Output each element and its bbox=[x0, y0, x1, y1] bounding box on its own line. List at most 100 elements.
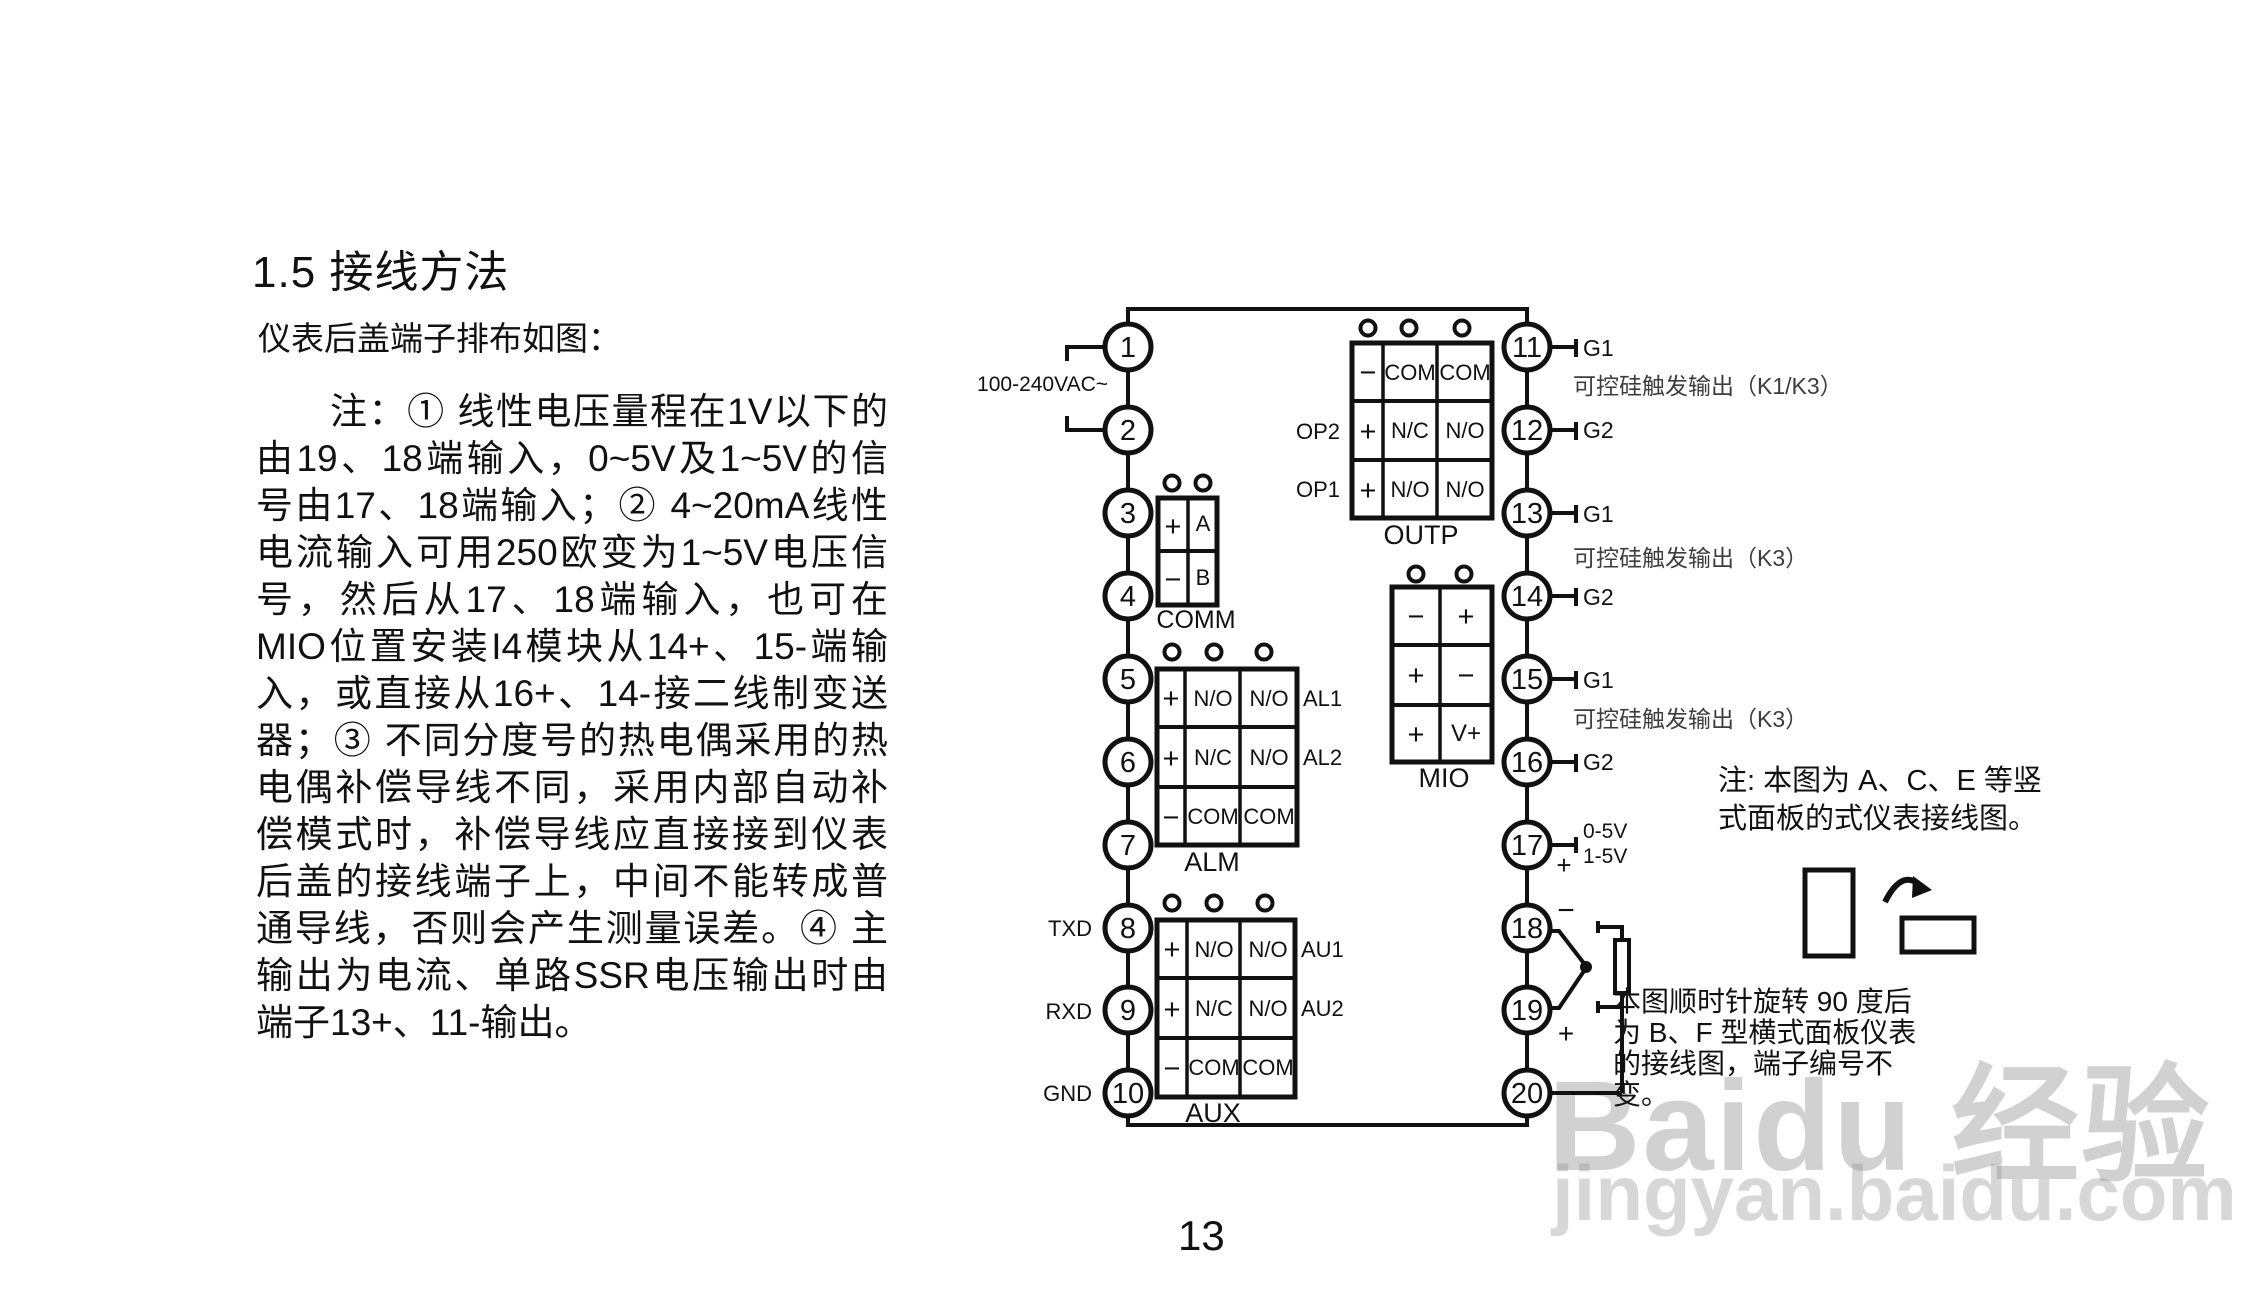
svg-text:−: − bbox=[1163, 802, 1180, 834]
al2-label: AL2 bbox=[1303, 745, 1342, 770]
page-number: 13 bbox=[1178, 1212, 1225, 1259]
svg-text:N/O: N/O bbox=[1249, 686, 1288, 711]
screw-icon bbox=[1204, 642, 1224, 662]
note-paragraph: 注：① 线性电压量程在1V以下的 由19、18端输入，0~5V及1~5V的信 号… bbox=[256, 388, 888, 1046]
plus-17: + bbox=[1556, 850, 1571, 880]
scr-output-label: 可控硅触发输出（K1/K3） bbox=[1573, 373, 1843, 399]
wire-14 bbox=[1551, 588, 1578, 606]
junction-dot bbox=[1580, 961, 1592, 973]
wire-11 bbox=[1551, 339, 1578, 357]
aux-block bbox=[1154, 917, 1298, 1100]
svg-text:+: + bbox=[1164, 934, 1181, 966]
rxd-label: RXD bbox=[1046, 999, 1092, 1024]
svg-text:+: + bbox=[1408, 719, 1425, 751]
wire-13 bbox=[1551, 505, 1578, 523]
svg-text:N/O: N/O bbox=[1248, 937, 1287, 962]
power-wire-1 bbox=[1065, 345, 1105, 361]
svg-text:COM: COM bbox=[1243, 804, 1294, 829]
svg-text:+: + bbox=[1458, 601, 1475, 633]
paragraph-line: MIO位置安装I4模块从14+、15-端输 bbox=[256, 626, 888, 667]
power-label: 100-240VAC~ bbox=[977, 373, 1108, 396]
svg-text:5: 5 bbox=[1120, 664, 1136, 696]
paragraph-line: 电流输入可用250欧变为1~5V电压信 bbox=[256, 532, 888, 573]
screw-icon bbox=[1358, 318, 1378, 338]
panel-note: 注: 本图为 A、C、E 等竖 式面板的式仪表接线图。 bbox=[1718, 762, 2042, 838]
watermark-logo: Baidu 经验 bbox=[1548, 1055, 2212, 1198]
scr-output-label: 可控硅触发输出（K3） bbox=[1573, 706, 1808, 732]
svg-text:−: − bbox=[1458, 660, 1475, 692]
screw-icon bbox=[1255, 893, 1275, 913]
al1-label: AL1 bbox=[1303, 686, 1342, 711]
paragraph-line: 器；③ 不同分度号的热电偶采用的热 bbox=[256, 720, 888, 761]
txd-label: TXD bbox=[1048, 916, 1092, 941]
panel-note-line: 式面板的式仪表接线图。 bbox=[1718, 803, 2038, 835]
power-wire-2 bbox=[1065, 416, 1105, 432]
svg-text:N/O: N/O bbox=[1445, 477, 1484, 502]
svg-text:3: 3 bbox=[1120, 498, 1136, 530]
comm-minus: − bbox=[1165, 564, 1182, 596]
svg-text:COM: COM bbox=[1439, 360, 1490, 385]
v-range-0-5: 0-5V bbox=[1583, 820, 1627, 843]
paragraph-line: 号，然后从17、18端输入，也可在 bbox=[256, 579, 888, 620]
wire-17 bbox=[1551, 837, 1578, 853]
svg-text:1: 1 bbox=[1120, 332, 1136, 364]
g2-label: G2 bbox=[1583, 584, 1614, 610]
svg-text:13: 13 bbox=[1511, 498, 1543, 530]
svg-text:N/O: N/O bbox=[1248, 996, 1287, 1021]
svg-text:12: 12 bbox=[1511, 415, 1543, 447]
outp-label: OUTP bbox=[1383, 520, 1458, 550]
screw-icon bbox=[1399, 318, 1419, 338]
minus-18: − bbox=[1557, 894, 1575, 927]
rotation-note-line: 为 B、F 型横式面板仪表 bbox=[1613, 1017, 1917, 1048]
plus-19: + bbox=[1558, 1018, 1574, 1049]
svg-text:COM: COM bbox=[1384, 360, 1435, 385]
svg-text:8: 8 bbox=[1120, 913, 1136, 945]
svg-text:N/O: N/O bbox=[1194, 937, 1233, 962]
paragraph-line: 后盖的接线端子上，中间不能转成普 bbox=[256, 861, 888, 902]
g2-label: G2 bbox=[1583, 749, 1614, 775]
svg-text:N/O: N/O bbox=[1249, 745, 1288, 770]
wire-15 bbox=[1551, 671, 1578, 689]
v-range-1-5: 1-5V bbox=[1583, 845, 1627, 868]
section-title: 1.5 接线方法 bbox=[252, 248, 510, 297]
screw-icon bbox=[1406, 564, 1426, 584]
wire-18 bbox=[1549, 929, 1588, 968]
svg-text:+: + bbox=[1360, 416, 1377, 448]
terminal-frame bbox=[1126, 307, 1529, 1127]
svg-text:+: + bbox=[1163, 743, 1180, 775]
svg-text:COM: COM bbox=[1242, 1055, 1293, 1080]
svg-text:−: − bbox=[1164, 1053, 1181, 1085]
svg-text:16: 16 bbox=[1511, 747, 1543, 779]
paragraph-line: 电偶补偿导线不同，采用内部自动补 bbox=[256, 767, 888, 808]
svg-text:N/O: N/O bbox=[1445, 418, 1484, 443]
svg-text:V+: V+ bbox=[1451, 720, 1481, 747]
svg-text:6: 6 bbox=[1120, 747, 1136, 779]
svg-text:N/O: N/O bbox=[1193, 686, 1232, 711]
wire-19 bbox=[1549, 966, 1588, 1010]
svg-text:17: 17 bbox=[1511, 830, 1543, 862]
svg-text:7: 7 bbox=[1120, 830, 1136, 862]
section-subtitle: 仪表后盖端子排布如图： bbox=[258, 320, 621, 357]
scr-output-label: 可控硅触发输出（K3） bbox=[1573, 545, 1808, 571]
paragraph-line: 偿模式时，补偿导线应直接接到仪表 bbox=[256, 814, 888, 855]
svg-text:N/C: N/C bbox=[1391, 418, 1429, 443]
svg-text:20: 20 bbox=[1511, 1078, 1543, 1110]
paragraph-line: 输出为电流、单路SSR电压输出时由 bbox=[256, 955, 888, 996]
mio-label: MIO bbox=[1419, 763, 1470, 793]
resistor-top-stub bbox=[1596, 921, 1624, 940]
svg-text:COM: COM bbox=[1188, 1055, 1239, 1080]
screw-icon bbox=[1204, 893, 1224, 913]
paragraph-line: 号由17、18端输入；② 4~20mA线性 bbox=[256, 485, 888, 526]
au1-label: AU1 bbox=[1301, 937, 1344, 962]
rotation-note-line: 的接线图，端子编号不 bbox=[1613, 1048, 1894, 1079]
op1-label: OP1 bbox=[1296, 477, 1340, 502]
svg-text:+: + bbox=[1408, 660, 1425, 692]
svg-text:N/C: N/C bbox=[1195, 996, 1233, 1021]
svg-text:−: − bbox=[1360, 357, 1377, 389]
wire-20 bbox=[1551, 993, 1624, 1095]
comm-label: COMM bbox=[1156, 606, 1235, 634]
svg-text:15: 15 bbox=[1511, 664, 1543, 696]
g1-label: G1 bbox=[1583, 667, 1614, 693]
